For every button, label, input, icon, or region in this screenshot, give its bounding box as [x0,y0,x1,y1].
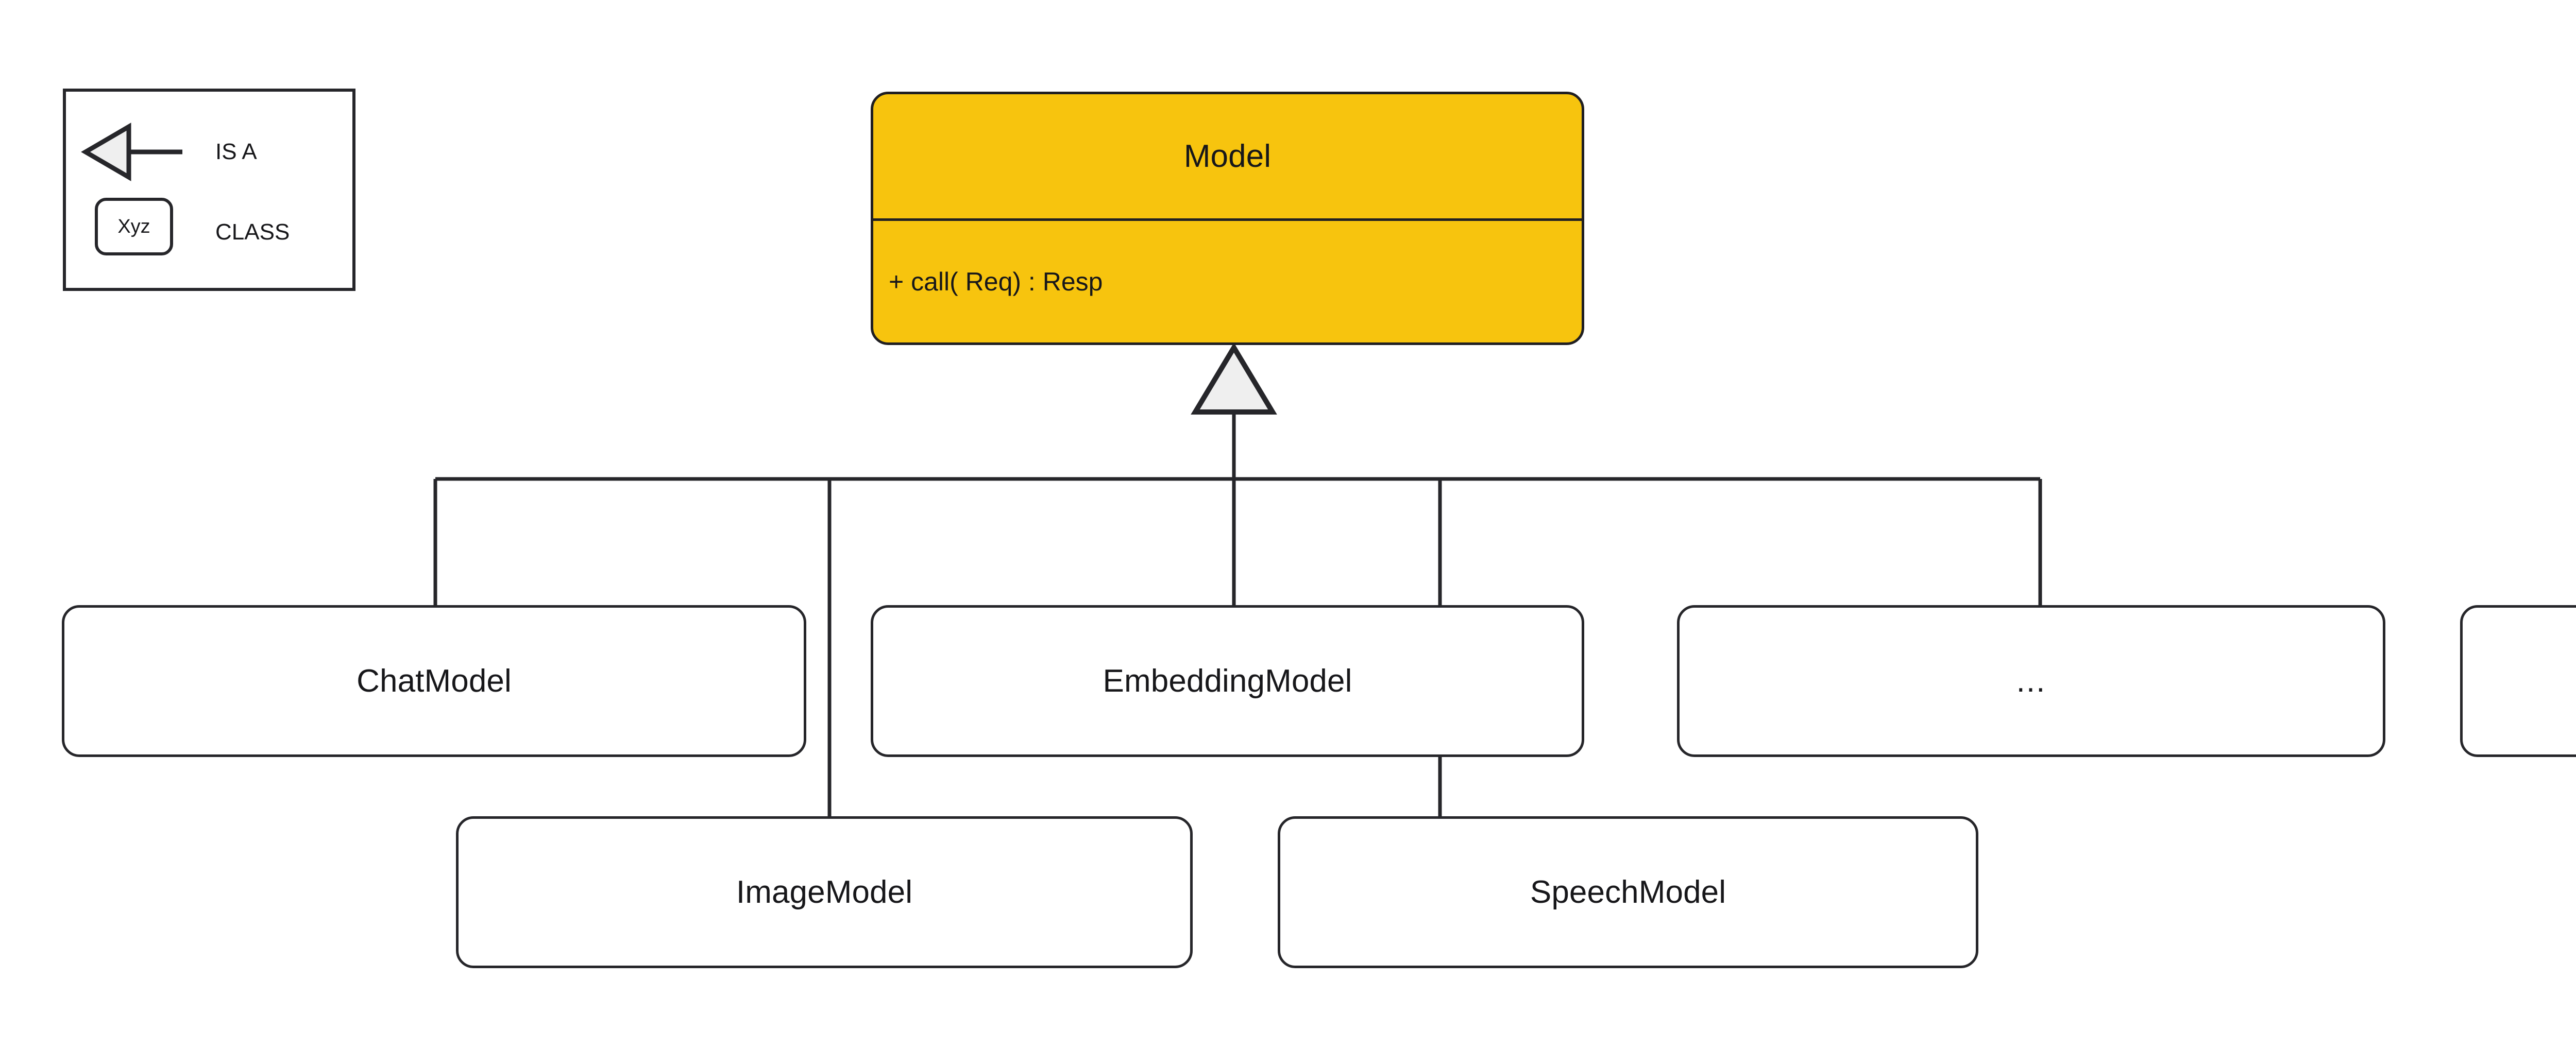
class-box-speech-model[interactable]: SpeechModel [1278,816,1978,968]
legend-label-class: CLASS [215,219,290,245]
class-chip-label: Xyz [95,198,173,255]
generalization-arrowhead-model [1191,342,1277,415]
class-name-image-model: ImageModel [736,874,913,910]
class-box-streaming-chat-model[interactable]: StreamingChatModel [2460,605,2576,757]
legend-box: IS A Xyz CLASS [63,89,355,291]
class-name-model: Model [1183,139,1272,174]
class-name-chat-model: ChatModel [357,663,512,699]
compartment-separator [873,218,1582,221]
class-chip-icon: Xyz [79,194,192,271]
legend-row-is-a: IS A [79,118,345,185]
class-name-speech-model: SpeechModel [1530,874,1726,910]
legend-row-class: Xyz CLASS [79,194,345,271]
class-box-image-model[interactable]: ImageModel [456,816,1193,968]
class-member-model-call: + call( Req) : Resp [889,267,1103,296]
class-name-model-more: ... [2016,663,2046,699]
class-box-model[interactable]: Model + call( Req) : Resp [871,92,1584,345]
class-name-streaming-chat-model: StreamingChatModel [2463,608,2576,754]
class-name-embedding-model: EmbeddingModel [1103,663,1352,699]
legend-label-is-a: IS A [215,139,257,164]
generalization-arrow-icon [79,118,192,185]
class-box-model-more[interactable]: ... [1677,605,2385,757]
class-box-embedding-model[interactable]: EmbeddingModel [871,605,1584,757]
class-box-chat-model[interactable]: ChatModel [62,605,806,757]
